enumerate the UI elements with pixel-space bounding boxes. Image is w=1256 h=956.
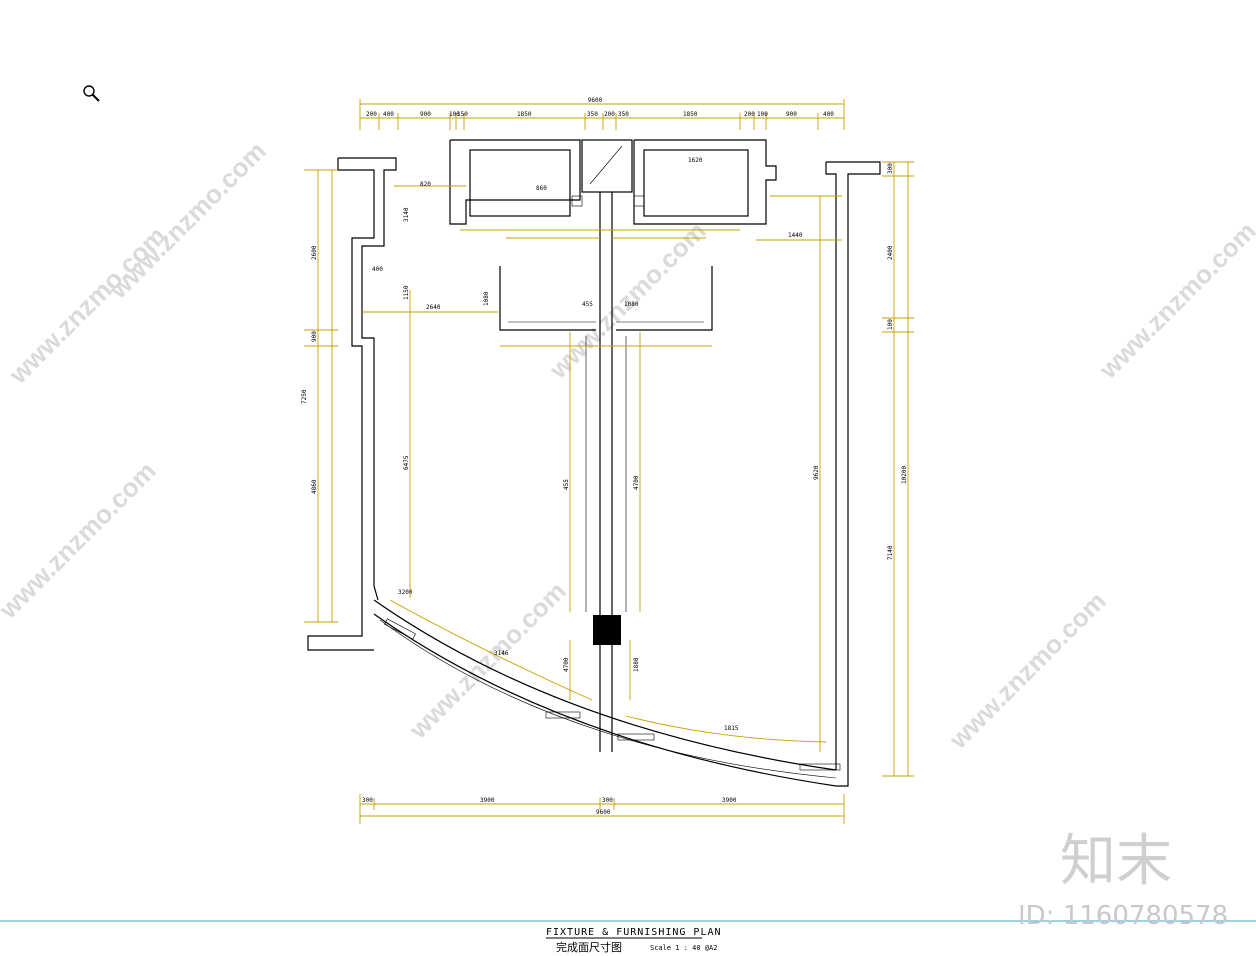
dim-top-total: 9600: [588, 97, 603, 104]
dim-label: 1850: [517, 111, 532, 118]
left-dimensions: 2600 900 4860 7250: [301, 169, 338, 623]
dim-label: 1440: [788, 232, 803, 239]
dim-label: 455: [582, 301, 593, 308]
dim-label: 1880: [633, 657, 640, 672]
dim-label: 2640: [426, 304, 441, 311]
dim-label: 150: [457, 111, 468, 118]
plan-walls: [307, 139, 881, 787]
dim-label: 350: [587, 111, 598, 118]
drawing-subtitle: 完成面尺寸图: [556, 940, 622, 954]
dim-label: 200: [604, 111, 615, 118]
dim-label: 1080: [624, 301, 639, 308]
dim-label: 900: [311, 331, 318, 342]
dim-bottom-total: 9600: [596, 809, 611, 816]
drawing-scale: Scale 1 : 40 @A2: [650, 944, 717, 952]
dim-label: 1150: [403, 285, 410, 300]
dim-label: 100: [887, 319, 894, 330]
title-block: FIXTURE & FURNISHING PLAN 完成面尺寸图 Scale 1…: [546, 927, 722, 954]
dim-label: 9620: [813, 465, 820, 480]
dim-label: 7140: [887, 545, 894, 560]
dim-label: 3200: [398, 589, 413, 596]
dim-label: 900: [786, 111, 797, 118]
top-dimensions: 9600 200 400 900 100 150 1850 350 200 35…: [359, 97, 845, 130]
dim-label: 3140: [403, 207, 410, 222]
brand-watermark: 知末 ID: 1160780578: [1018, 829, 1228, 931]
right-dimensions: 300 2400 100 10200 7140: [882, 161, 914, 777]
dim-label: 100: [449, 111, 460, 118]
watermark-text: www.znzmo.com: [942, 586, 1111, 755]
dim-label: 4700: [563, 657, 570, 672]
dim-label: 1080: [483, 291, 490, 306]
dim-label: 3900: [480, 797, 495, 804]
dim-label: 7250: [301, 389, 308, 404]
dim-label: 200: [744, 111, 755, 118]
dim-label: 1850: [683, 111, 698, 118]
brand-logo-text: 知末: [1060, 829, 1172, 894]
dim-label: 350: [618, 111, 629, 118]
watermark-text: www.znzmo.com: [102, 136, 271, 305]
watermark-text: www.znzmo.com: [0, 456, 162, 625]
dim-label: 6475: [403, 455, 410, 470]
dim-label: 860: [536, 185, 547, 192]
dim-label: 455: [563, 479, 570, 490]
dim-label: 400: [823, 111, 834, 118]
watermark-layer: www.znzmo.com www.znzmo.com www.znzmo.co…: [0, 136, 1256, 755]
dim-label: 300: [887, 163, 894, 174]
dim-label: 100: [757, 111, 768, 118]
dim-label: 4860: [311, 479, 318, 494]
zoom-icon[interactable]: [83, 85, 100, 102]
drawing-title: FIXTURE & FURNISHING PLAN: [546, 927, 722, 938]
bottom-dimensions: 300 3900 300 3900 9600: [359, 794, 845, 824]
dim-label: 3900: [722, 797, 737, 804]
watermark-text: www.znzmo.com: [1092, 216, 1256, 385]
dim-label: 900: [420, 111, 431, 118]
dim-label: 3146: [494, 650, 509, 657]
dim-label: 300: [602, 797, 613, 804]
dim-label: 4700: [633, 475, 640, 490]
dim-label: 400: [372, 266, 383, 273]
watermark-text: www.znzmo.com: [402, 576, 571, 745]
dim-label: 2400: [887, 245, 894, 260]
dim-label: 2600: [311, 245, 318, 260]
dim-label: 200: [366, 111, 377, 118]
dim-label: 400: [383, 111, 394, 118]
dim-label: 300: [362, 797, 373, 804]
dim-label: 1620: [688, 157, 703, 164]
dim-label: 10200: [901, 466, 908, 484]
watermark-id: ID: 1160780578: [1018, 901, 1228, 931]
interior-dimensions: 2640 1440 1620 860 455 4700 4700 1880 18…: [362, 157, 842, 752]
dim-label: 820: [420, 181, 431, 188]
fixtures: [384, 195, 841, 771]
dim-label: 1815: [724, 725, 739, 732]
